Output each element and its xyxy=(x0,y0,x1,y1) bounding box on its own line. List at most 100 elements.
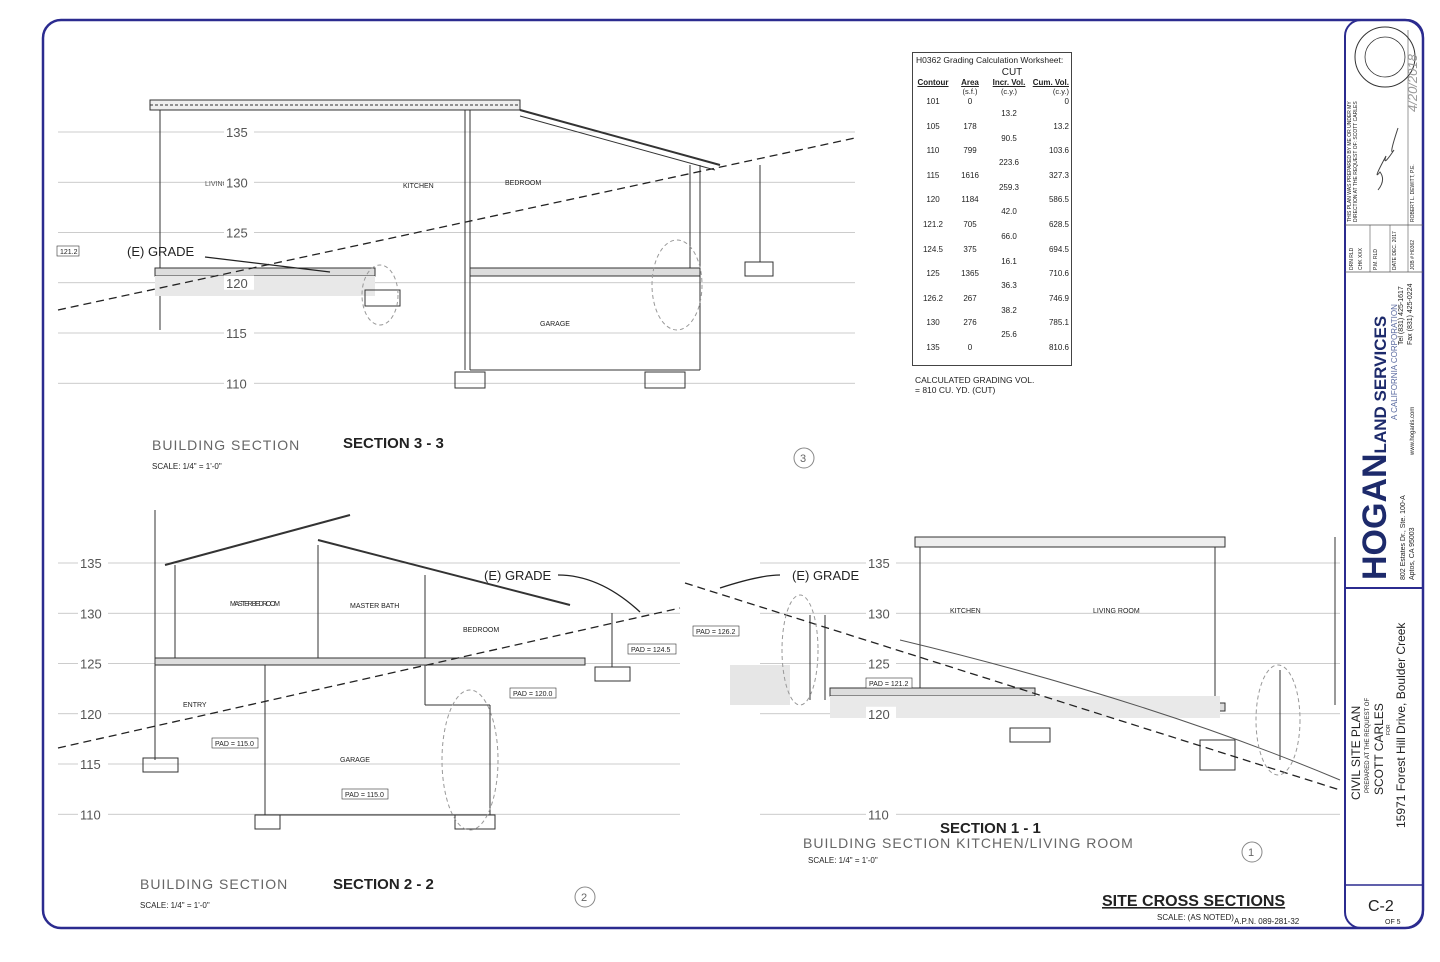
table-units: (s.f.) (c.y.) (c.y.) xyxy=(913,87,1071,96)
elevation-label: 115 xyxy=(226,326,247,341)
company-website: www.hoganls.com xyxy=(1410,406,1416,455)
cell-area: 276 xyxy=(963,318,977,328)
cell-area: 0 xyxy=(967,342,973,352)
elevation-label: 115 xyxy=(80,757,101,772)
section-1-1-label: BUILDING SECTION KITCHEN/LIVING ROOM xyxy=(803,835,1134,851)
cell-contour: 120 xyxy=(926,195,940,205)
cell-contour: 124.5 xyxy=(922,244,944,254)
section-2-2-title: SECTION 2 - 2 xyxy=(333,876,434,893)
company-fax: Fax (831) 425-0224 xyxy=(1407,283,1414,345)
room-label: KITCHEN xyxy=(950,608,981,615)
company-address-2: Aptos, CA 95003 xyxy=(1409,527,1416,580)
cell-incr: 259.3 xyxy=(998,182,1020,192)
cell-contour: 105 xyxy=(926,121,940,131)
pad-label: PAD = 120.0 xyxy=(509,687,557,699)
pad-label: PAD = 115.0 xyxy=(341,788,389,800)
cell-cum: 327.3 xyxy=(1048,170,1069,180)
field-date: DATE DEC. 2017 xyxy=(1392,231,1398,270)
elevation-label: 120 xyxy=(80,707,102,722)
cell-cum: 710.6 xyxy=(1048,269,1069,279)
cell-cum: 810.6 xyxy=(1048,342,1069,352)
cell-cum: 0 xyxy=(1064,97,1069,106)
room-label: BEDROOM xyxy=(463,627,499,634)
company-tel: Tel (831) 425-1617 xyxy=(1398,286,1405,345)
cell-incr: 90.5 xyxy=(1001,133,1017,143)
pad-label: PAD = 124.5 xyxy=(627,643,677,655)
elevation-label: 120 xyxy=(868,707,890,722)
header-area: Area xyxy=(961,78,979,87)
room-label: BEDROOM xyxy=(505,180,541,187)
cell-cum: 746.9 xyxy=(1048,293,1069,303)
cell-contour: 130 xyxy=(926,318,940,328)
apn: A.P.N. 089-281-32 xyxy=(1234,917,1300,926)
cell-area: 178 xyxy=(963,121,977,131)
elevation-label: 130 xyxy=(226,175,248,190)
svg-text:PAD = 120.0: PAD = 120.0 xyxy=(513,691,552,698)
cell-contour: 126.2 xyxy=(922,293,944,303)
sheet-number: C-2 xyxy=(1368,898,1394,915)
cell-cum: 103.6 xyxy=(1048,146,1069,156)
table-row: 135 0 810.6 xyxy=(913,342,1071,367)
cell-contour: 110 xyxy=(926,146,940,156)
cell-incr: 16.1 xyxy=(1001,256,1017,266)
note-line: CALCULATED GRADING VOL. xyxy=(915,375,1035,385)
cell-area: 1184 xyxy=(961,195,979,205)
cell-cum: 694.5 xyxy=(1048,244,1069,254)
engineer-seal xyxy=(1354,26,1416,88)
unit: (s.f.) xyxy=(962,87,978,96)
engineer-signature xyxy=(1376,127,1399,191)
svg-text:PAD = 126.2: PAD = 126.2 xyxy=(696,629,735,636)
certification-text: THIS PLAN WAS PREPARED BY ME OR UNDER MY… xyxy=(1347,101,1359,222)
section-2-2-scale: SCALE: 1/4" = 1'-0" xyxy=(140,901,210,910)
cell-area: 1365 xyxy=(961,269,979,279)
field-job: JOB # H0362 xyxy=(1410,239,1416,270)
elevation-label: 110 xyxy=(80,807,101,822)
section-1-1-scale: SCALE: 1/4" = 1'-0" xyxy=(808,856,878,865)
unit: (c.y.) xyxy=(1000,87,1018,96)
header-cum: Cum. Vol. xyxy=(1032,78,1069,87)
section-3-3-number: 3 xyxy=(800,453,806,465)
cell-incr: 38.2 xyxy=(1001,305,1017,315)
elevation-label: 130 xyxy=(80,606,102,621)
cell-cum: 13.2 xyxy=(1053,121,1069,131)
svg-text:PAD = 115.0: PAD = 115.0 xyxy=(215,741,254,748)
plan-title: CIVIL SITE PLAN xyxy=(1349,705,1363,800)
spot-elevation: 121.2 xyxy=(60,249,78,256)
elevation-label: 135 xyxy=(80,556,102,571)
svg-text:PAD = 121.2: PAD = 121.2 xyxy=(869,681,908,688)
room-label: LIVING ROOM xyxy=(1093,608,1140,615)
for-label: FOR xyxy=(1386,724,1392,735)
unit: (c.y.) xyxy=(1052,87,1069,96)
cell-contour: 121.2 xyxy=(922,219,944,229)
svg-text:PAD = 124.5: PAD = 124.5 xyxy=(631,647,670,654)
section-3-3-title: SECTION 3 - 3 xyxy=(343,435,444,452)
cell-area: 375 xyxy=(963,244,977,254)
drawing-labels: BUILDING SECTION SECTION 3 - 3 SCALE: 1/… xyxy=(56,125,1401,926)
cell-incr: 36.3 xyxy=(1001,281,1017,291)
cell-area: 1616 xyxy=(961,170,979,180)
section-2-2-label: BUILDING SECTION xyxy=(140,876,288,892)
grading-volume-note: CALCULATED GRADING VOL. = 810 CU. YD. (C… xyxy=(915,375,1034,395)
room-label: GARAGE xyxy=(540,321,570,328)
sheet-of: OF 5 xyxy=(1385,919,1401,926)
section-3-3-drawing xyxy=(57,99,856,469)
elevation-label: 135 xyxy=(226,125,248,140)
elevation-label: 135 xyxy=(868,556,890,571)
field-pm: P.M. RLD xyxy=(1373,248,1379,270)
prepared-for-label: PREPARED AT THE REQUEST OF xyxy=(1365,697,1371,793)
elevation-label: 120 xyxy=(226,276,248,291)
cell-area: 799 xyxy=(963,146,977,156)
cell-contour: 135 xyxy=(926,342,940,352)
room-label: KITCHEN xyxy=(403,183,434,190)
note-line: = 810 CU. YD. (CUT) xyxy=(915,385,996,395)
signed-date: 4/20/2018 xyxy=(1405,54,1420,112)
section-1-1-drawing xyxy=(684,536,1341,863)
cell-incr: 66.0 xyxy=(1001,231,1017,241)
grade-label: (E) GRADE xyxy=(127,244,195,259)
cell-incr: 25.6 xyxy=(1001,330,1017,340)
